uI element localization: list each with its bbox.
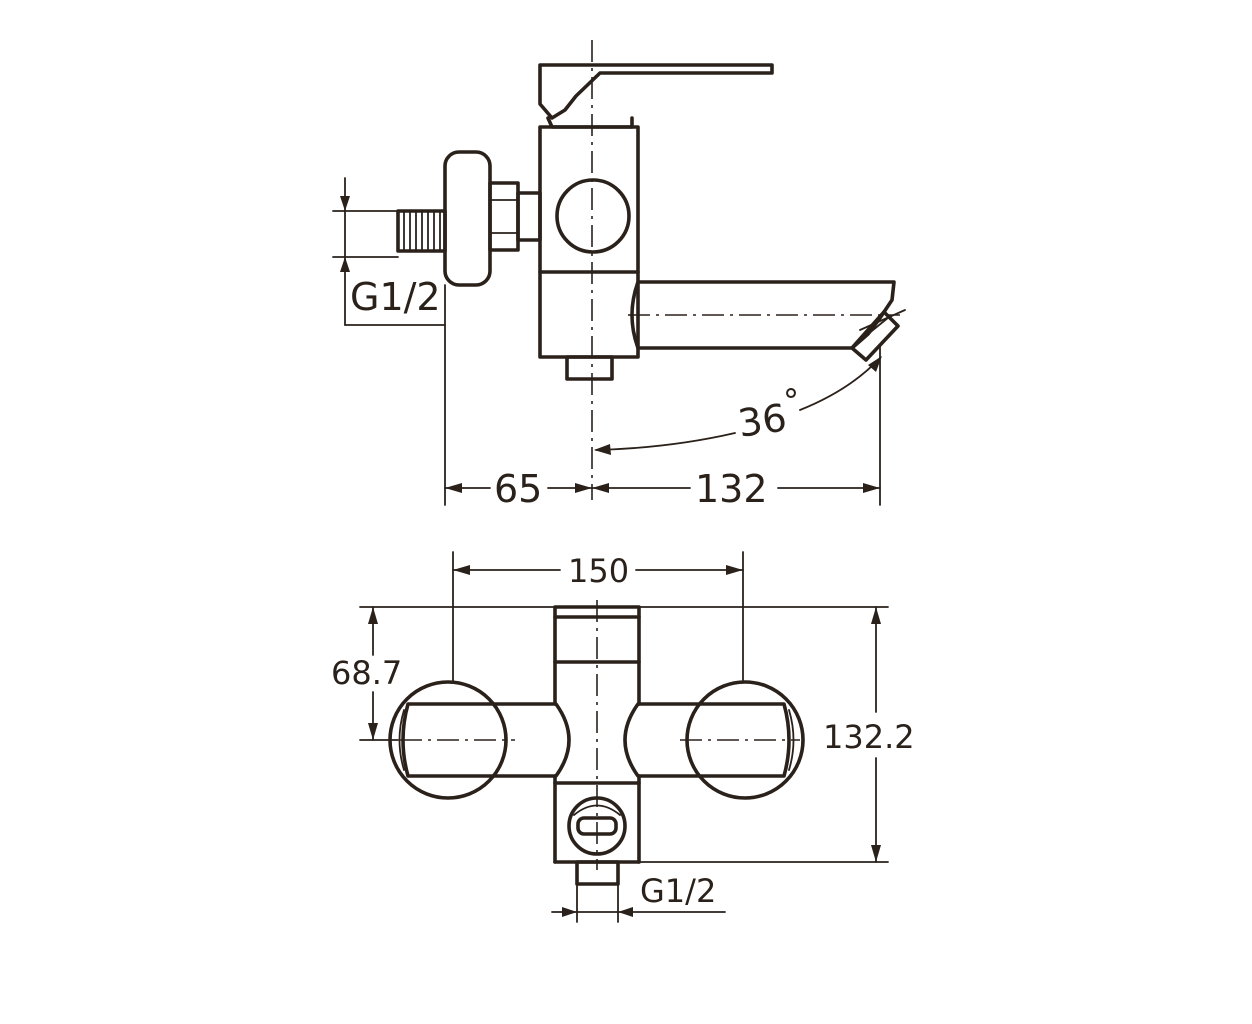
top-left-flange-inner (398, 709, 405, 771)
top-dim-150: 150 (568, 552, 629, 590)
side-wall-flange (443, 150, 492, 287)
side-lever-handle (538, 63, 774, 120)
side-connector (516, 191, 542, 242)
angle-arc-left (595, 432, 736, 451)
angle-arc-right (799, 357, 881, 411)
top-view: 150 68.7 132.2 G1/2 (331, 551, 915, 923)
dim150-arrow-left (453, 565, 470, 575)
thread-arrow-bottom (340, 257, 350, 272)
side-dim-65: 65 (494, 467, 542, 511)
side-thread-lines (403, 210, 441, 252)
dim687-arrow-top (368, 607, 378, 624)
side-diverter-circle (555, 178, 631, 254)
side-thread-label: G1/2 (350, 275, 441, 319)
side-hex-nut (488, 181, 520, 252)
top-dim-132-2: 132.2 (823, 718, 915, 756)
side-aerator-axis (859, 309, 906, 331)
top-right-arm (623, 702, 791, 778)
side-spout-aerator (850, 310, 900, 362)
dim65-arrow-left (445, 483, 462, 493)
dim687-arrow-bottom (368, 723, 378, 740)
dim1322-arrow-top (871, 607, 881, 624)
outlet-arrow-left (562, 907, 577, 917)
dim132-arrow-right (863, 483, 880, 493)
side-body (538, 125, 640, 359)
angle-arrow-left (594, 444, 611, 455)
side-aerator-line (856, 316, 890, 344)
dim150-arrow-right (726, 565, 743, 575)
top-dim-68-7: 68.7 (331, 654, 402, 692)
dim132-arrow-left (592, 483, 609, 493)
angle-arrow-right (868, 356, 882, 372)
side-dim-132: 132 (695, 467, 768, 511)
side-view: G1/2 65 132 36 ° (332, 40, 906, 511)
dim65-arrow-right (575, 483, 592, 493)
thread-arrow-top (340, 196, 350, 211)
side-angle-value: 36 (735, 396, 789, 446)
outlet-arrow-right (618, 907, 633, 917)
top-outlet-label: G1/2 (640, 872, 716, 910)
dim1322-arrow-bottom (871, 845, 881, 862)
side-angle-unit: ° (783, 382, 799, 420)
side-outlet-nut (565, 355, 614, 381)
